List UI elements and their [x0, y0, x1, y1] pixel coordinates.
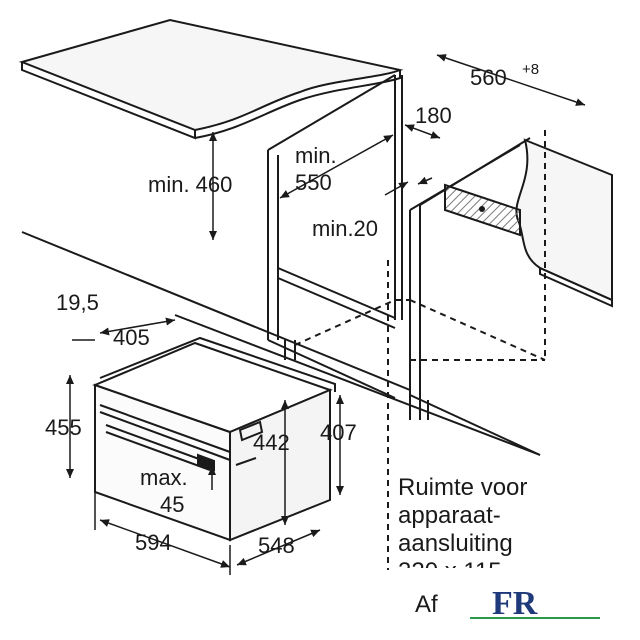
cabinet-frame: [21, 74, 541, 456]
dim-max-value: 45: [160, 492, 184, 517]
note-line-5: Af: [415, 591, 438, 618]
dim-cabinet-depth: 560: [470, 65, 507, 90]
dim-max-label: max.: [140, 465, 188, 490]
dim-total-width: 594: [135, 530, 172, 555]
dim-front-offset: 19,5: [56, 290, 99, 315]
niche-outline-dashed: [294, 130, 546, 570]
logo-text: FR: [492, 585, 538, 622]
dim-cabinet-depth-tolerance: +8: [522, 61, 539, 78]
vent-opening: [444, 183, 521, 237]
dim-total-depth: 548: [258, 533, 295, 558]
worktop: [18, 18, 404, 140]
watermark-logo: FR: [470, 585, 600, 622]
dim-side-height: 407: [320, 420, 357, 445]
dim-total-height: 455: [45, 415, 82, 440]
oven-appliance: [92, 336, 336, 542]
dim-gap-min: min.20: [312, 216, 378, 241]
note-line-1: Ruimte voor: [398, 474, 527, 501]
note-mask-2: [445, 590, 555, 625]
dim-inner-depth-min-value: 550: [295, 170, 332, 195]
dimension-lines: [66, 54, 586, 575]
note-line-2: apparaat-: [398, 502, 501, 529]
note-mask: [395, 568, 545, 582]
dim-vent-width: 180: [415, 103, 452, 128]
dim-inner-height: 442: [253, 430, 290, 455]
note-line-3: aansluiting: [398, 530, 513, 557]
dim-body-depth: 405: [113, 325, 150, 350]
dim-cabinet-height-min: min. 460: [148, 172, 232, 197]
worktop-right: [515, 138, 613, 308]
dim-inner-depth-min-label: min.: [295, 143, 337, 168]
